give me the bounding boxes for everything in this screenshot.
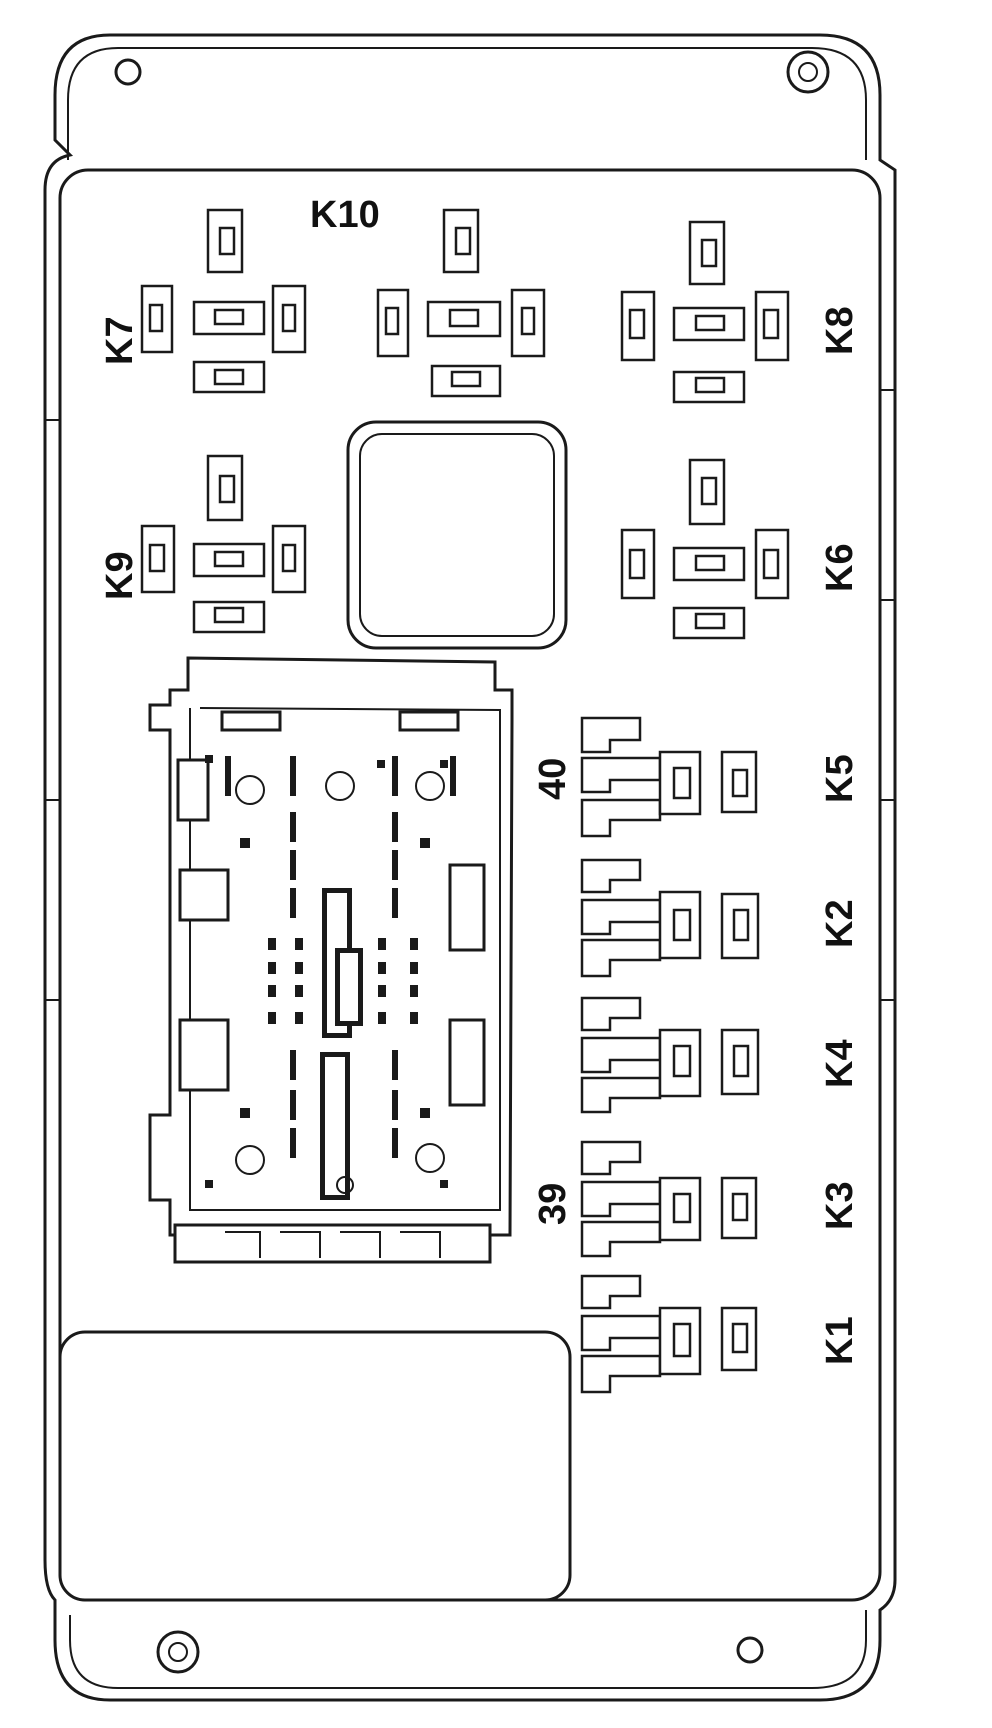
label-k6: K6: [819, 543, 861, 592]
label-k2: K2: [819, 899, 861, 948]
mounting-holes: [114, 50, 830, 1674]
relay-socket-k3: [580, 1140, 758, 1258]
label-k10: K10: [310, 194, 380, 236]
label-k8: K8: [819, 306, 861, 355]
label-connector-39: 39: [532, 1183, 574, 1225]
relay-socket-k5: [580, 716, 758, 838]
label-k3: K3: [819, 1181, 861, 1230]
label-connector-40: 40: [532, 758, 574, 800]
label-plate: [58, 1330, 572, 1602]
relay-socket-k9: [140, 454, 307, 634]
label-k1: K1: [819, 1316, 861, 1365]
relay-socket-k2: [580, 858, 760, 978]
relay-socket-k6: [620, 458, 790, 640]
label-k5: K5: [819, 754, 861, 803]
center-cover: [346, 420, 568, 650]
relay-socket-k4: [580, 996, 760, 1114]
label-k7: K7: [99, 316, 141, 365]
relay-socket-k1: [580, 1274, 758, 1394]
relay-socket-k10: [376, 208, 546, 398]
label-k4: K4: [819, 1039, 861, 1088]
central-connector-module: [148, 656, 514, 1264]
relay-socket-k7: [140, 208, 307, 394]
label-k9: K9: [99, 551, 141, 600]
relay-socket-k8: [620, 220, 790, 404]
